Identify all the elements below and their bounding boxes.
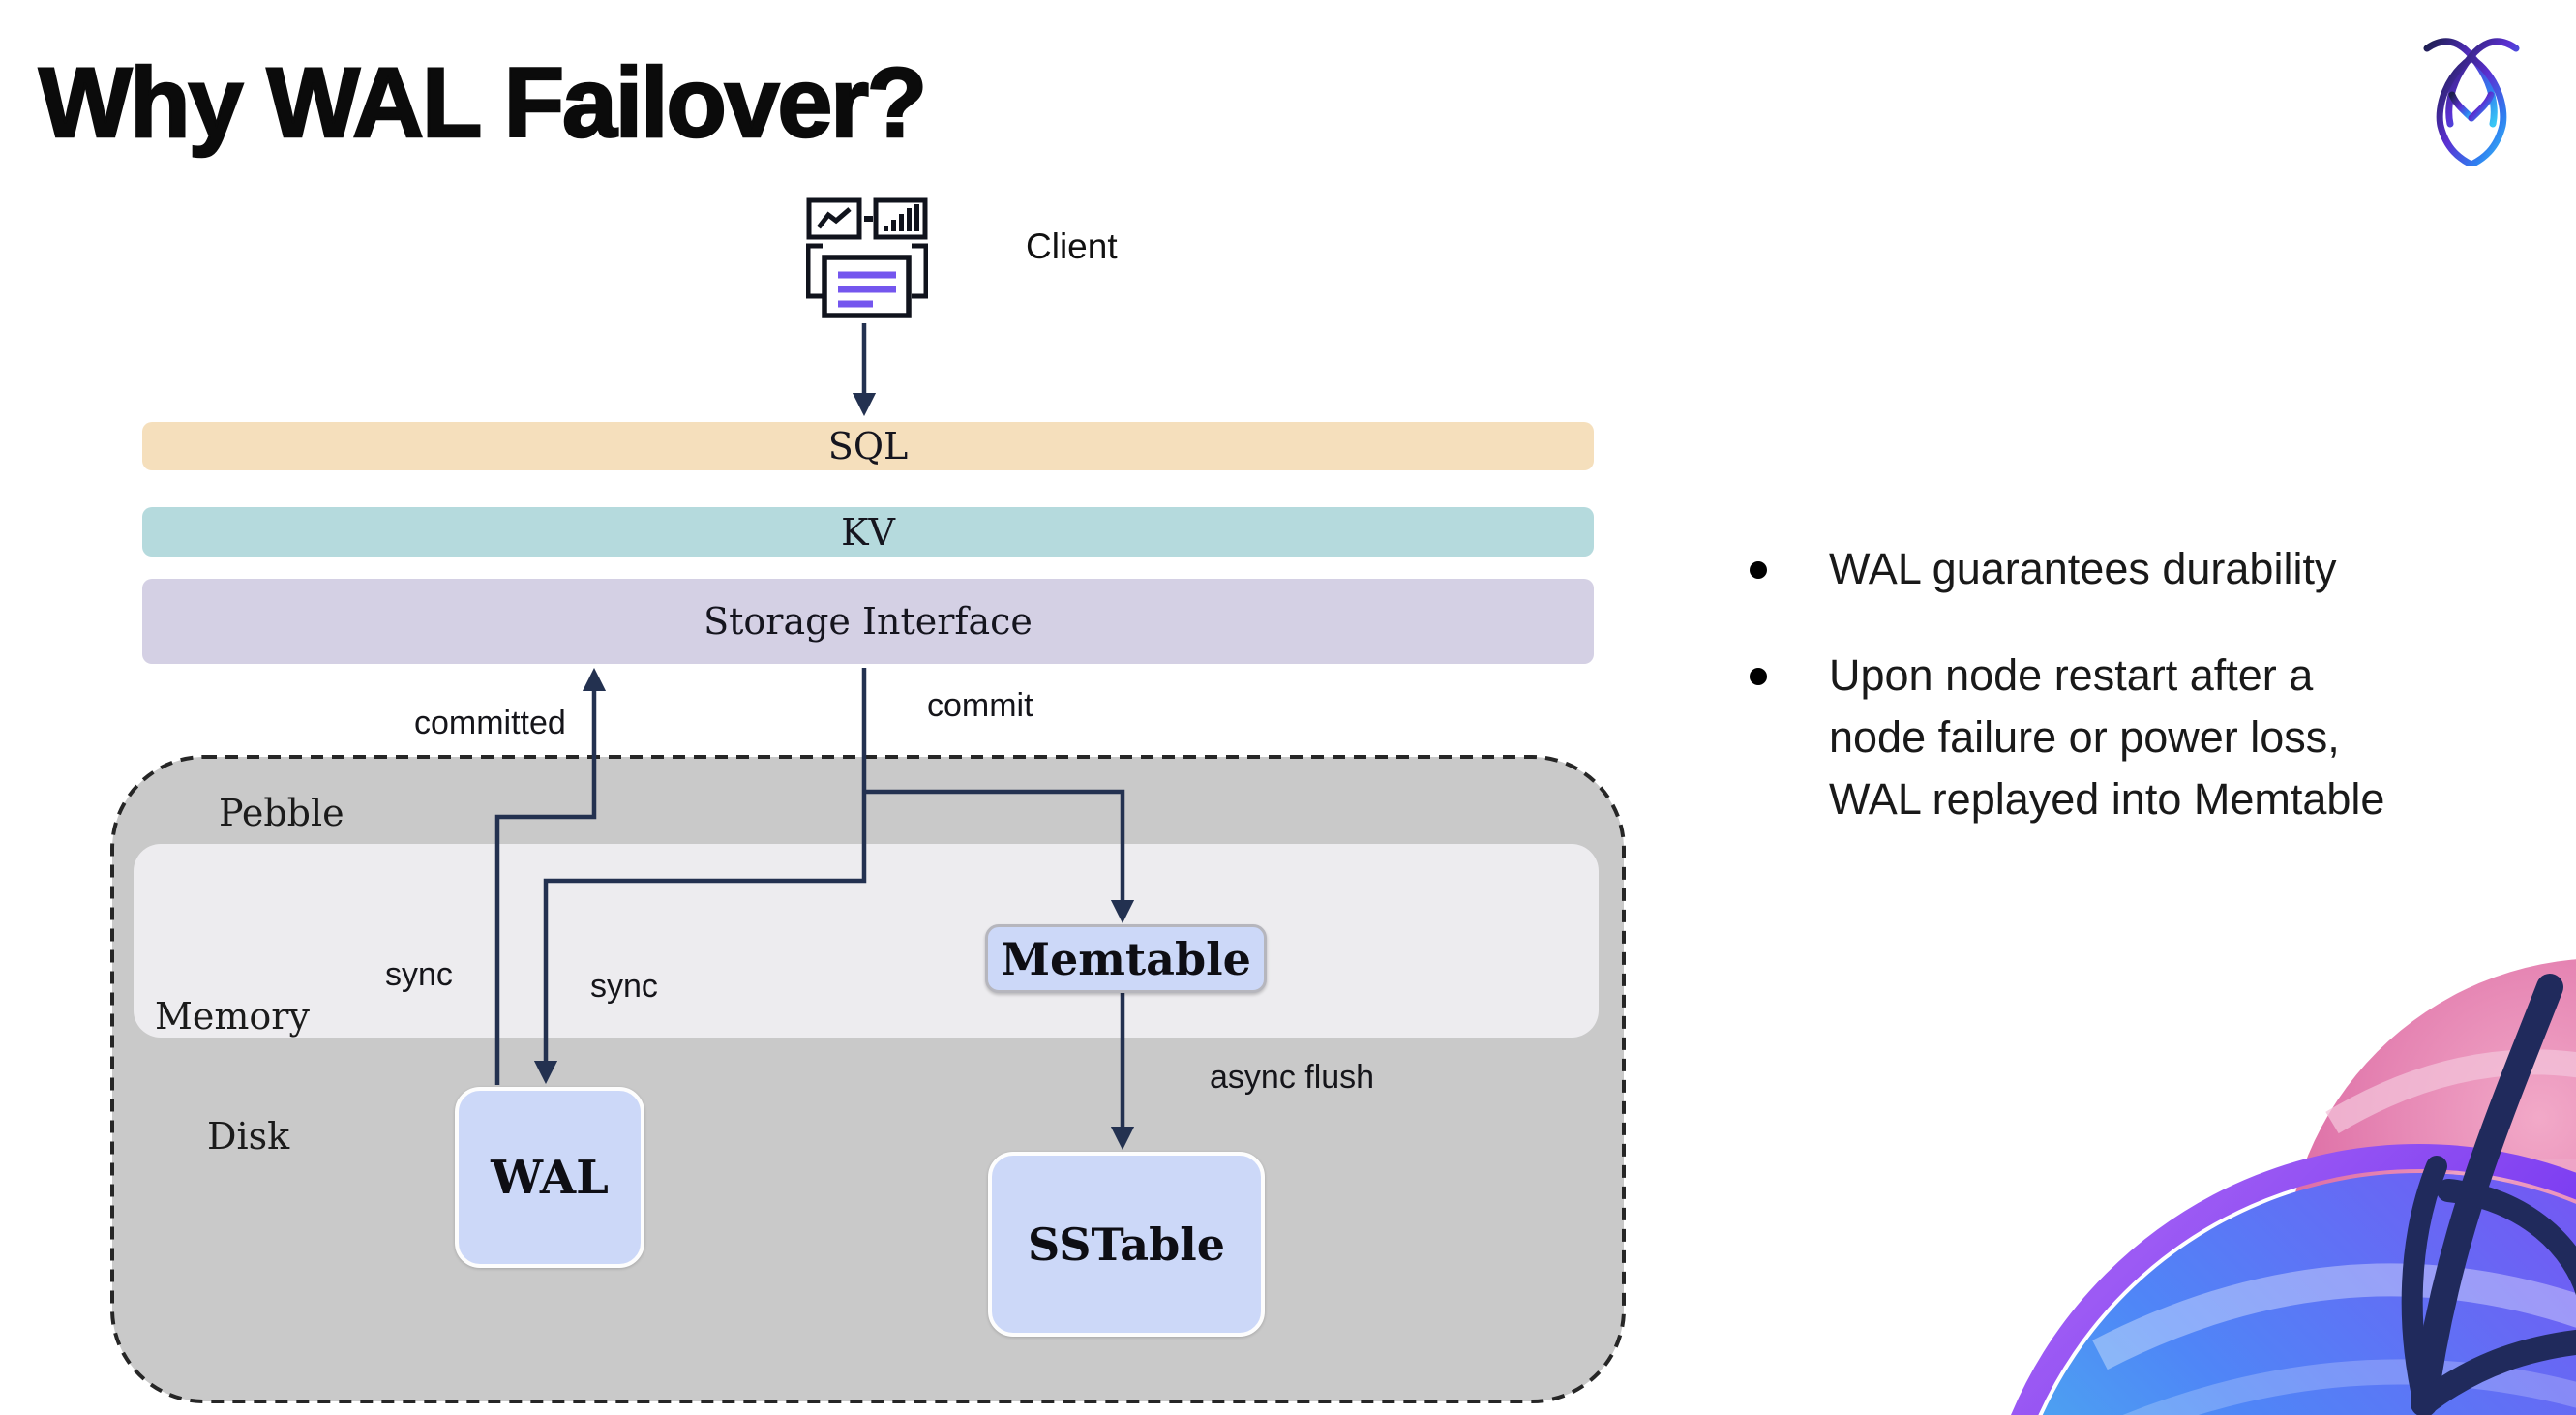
memory-label: Memory [155,995,310,1038]
wal-node: WAL [455,1087,644,1268]
async-flush-label: async flush [1210,1059,1375,1096]
right-bracket-icon [912,243,928,299]
bullet-dot-icon [1750,667,1767,685]
layer-storage-interface-label: Storage Interface [704,600,1033,643]
pebble-container [110,755,1626,1403]
bullet-item: WAL guarantees durability [1740,538,2514,600]
layer-sql-label: SQL [827,425,909,467]
sync-left-label: sync [385,956,453,993]
brand-art-shapes [2011,959,2576,1415]
page-title: Why WAL Failover? [38,46,929,160]
layer-storage-interface: Storage Interface [142,579,1594,664]
edge-commit-to-memtable [864,789,1135,924]
cockroachdb-logo [2423,38,2520,166]
bullet-text: Upon node restart after a node failure o… [1829,649,2385,824]
bullet-text: WAL guarantees durability [1829,544,2337,593]
sstable-node: SSTable [988,1152,1265,1337]
bullet-dot-icon [1750,561,1767,579]
pebble-label: Pebble [219,792,344,834]
line-chart-icon [806,197,862,240]
client-label: Client [1026,226,1118,266]
document-text-lines [838,271,896,308]
cockroach-glyph [2423,38,2520,166]
memory-band [134,844,1599,1038]
dash-glyph [864,216,873,222]
bullet-list: WAL guarantees durability Upon node rest… [1740,538,2514,875]
bullet-item: Upon node restart after a node failure o… [1740,645,2514,830]
layer-kv-label: KV [841,510,895,554]
sync-right-label: sync [590,968,658,1005]
left-bracket-icon [806,243,823,299]
commit-label: commit [927,687,1033,724]
layer-sql: SQL [142,422,1594,470]
corner-brand-art [2011,959,2576,1415]
client-monitor-icons [806,197,928,318]
disk-label: Disk [207,1115,290,1158]
memtable-node-label: Memtable [1001,932,1251,985]
sstable-node-label: SSTable [1028,1218,1225,1271]
layer-kv: KV [142,507,1594,557]
edge-commit-sync-to-wal [533,668,867,1085]
memtable-node: Memtable [985,924,1267,993]
committed-label: committed [414,705,566,741]
wal-node-label: WAL [491,1150,609,1205]
client-icon [806,197,928,318]
